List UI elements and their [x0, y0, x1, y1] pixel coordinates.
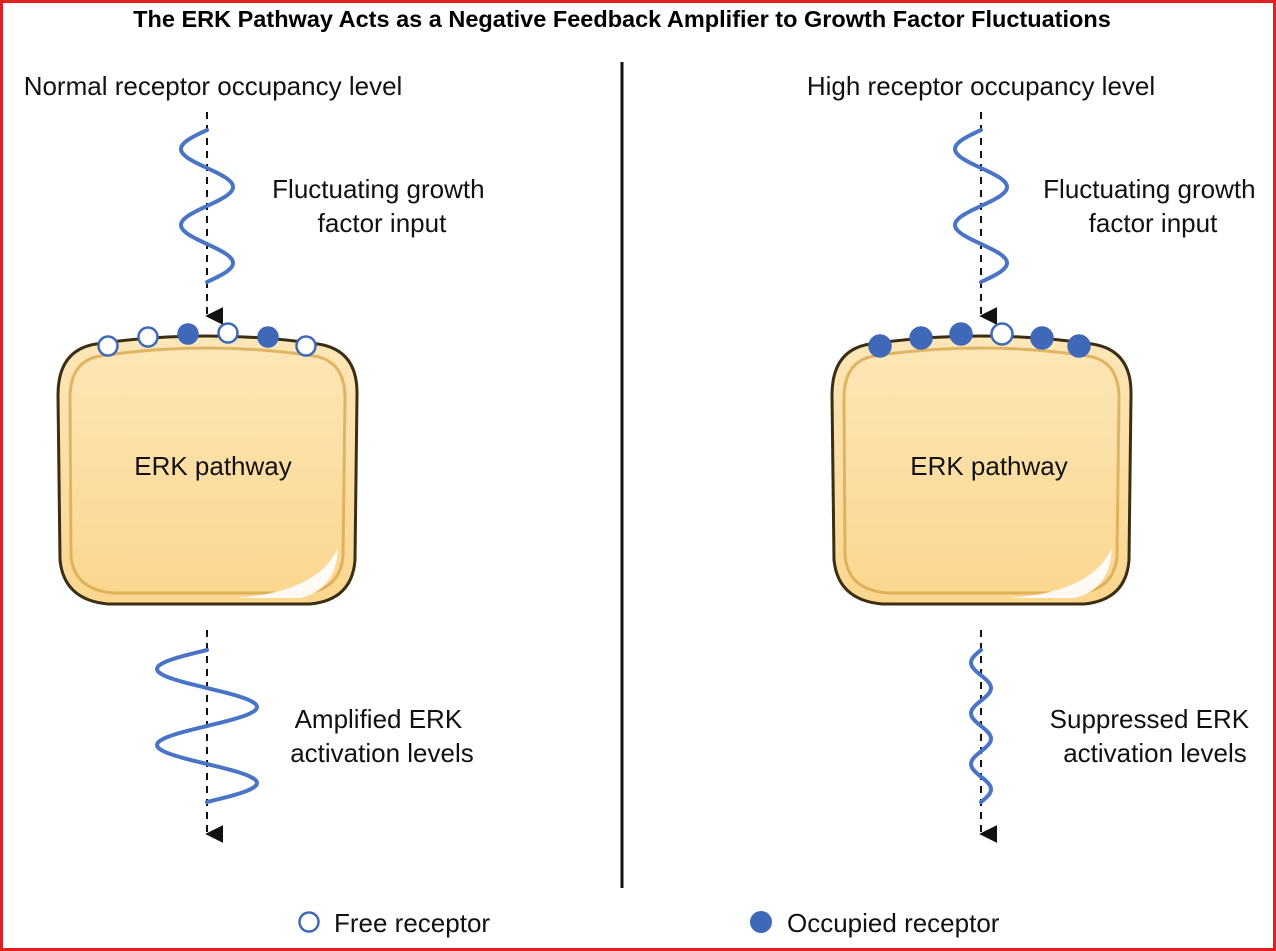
right-erk-cell: ERK pathway: [830, 334, 1133, 606]
legend: Free receptor Occupied receptor: [298, 908, 1000, 938]
occupied-receptor: [949, 322, 973, 346]
left-panel-heading: Normal receptor occupancy level: [24, 71, 403, 101]
left-input-label-line1: Fluctuating growth: [272, 174, 484, 204]
free-receptor: [217, 322, 239, 344]
left-cell-label: ERK pathway: [134, 451, 292, 481]
right-output-label-line2: activation levels: [1063, 738, 1247, 768]
occupied-receptor: [257, 326, 279, 348]
legend-free-receptor-label: Free receptor: [334, 908, 490, 938]
free-receptor: [137, 326, 159, 348]
right-cell-rim: [842, 346, 1121, 595]
occupied-receptor: [1067, 334, 1091, 358]
left-cell-body: [56, 334, 359, 606]
legend-free-receptor-symbol: [298, 911, 320, 933]
occupied-receptor: [1030, 326, 1054, 350]
left-input-wave: [178, 128, 236, 284]
left-receptors: [97, 322, 317, 357]
left-panel: Normal receptor occupancy level Fluctuat…: [24, 71, 492, 843]
right-output-label-line1: Suppressed ERK: [1050, 704, 1250, 734]
left-cell-highlight: [236, 548, 338, 598]
right-output-label: Suppressed ERK activation levels: [1050, 704, 1257, 768]
right-cell-label: ERK pathway: [910, 451, 1068, 481]
left-output-label-line1: Amplified ERK: [295, 704, 463, 734]
left-input-label-line2: factor input: [318, 208, 447, 238]
free-receptor: [97, 335, 119, 357]
legend-occupied-receptor-label: Occupied receptor: [787, 908, 1000, 938]
left-input-label: Fluctuating growth factor input: [272, 174, 492, 238]
right-input-label-line2: factor input: [1089, 208, 1218, 238]
right-receptors: [868, 322, 1091, 358]
free-receptor: [990, 322, 1014, 346]
left-cell-rim: [68, 346, 347, 595]
left-output-wave: [154, 648, 260, 804]
left-output-label-line2: activation levels: [290, 738, 474, 768]
right-input-label: Fluctuating growth factor input: [1043, 174, 1263, 238]
right-output-wave: [968, 648, 994, 804]
right-input-label-line1: Fluctuating growth: [1043, 174, 1255, 204]
figure-title: The ERK Pathway Acts as a Negative Feedb…: [133, 6, 1111, 32]
legend-occupied-receptor-symbol: [750, 911, 772, 933]
left-erk-cell: ERK pathway: [56, 334, 359, 606]
occupied-receptor: [177, 323, 199, 345]
right-cell-highlight: [1010, 548, 1112, 598]
free-receptor: [295, 335, 317, 357]
right-panel-heading: High receptor occupancy level: [807, 71, 1155, 101]
left-output-label: Amplified ERK activation levels: [290, 704, 474, 768]
right-input-wave: [952, 128, 1010, 284]
occupied-receptor: [868, 334, 892, 358]
right-panel: High receptor occupancy level Fluctuatin…: [807, 71, 1263, 843]
occupied-receptor: [909, 326, 933, 350]
